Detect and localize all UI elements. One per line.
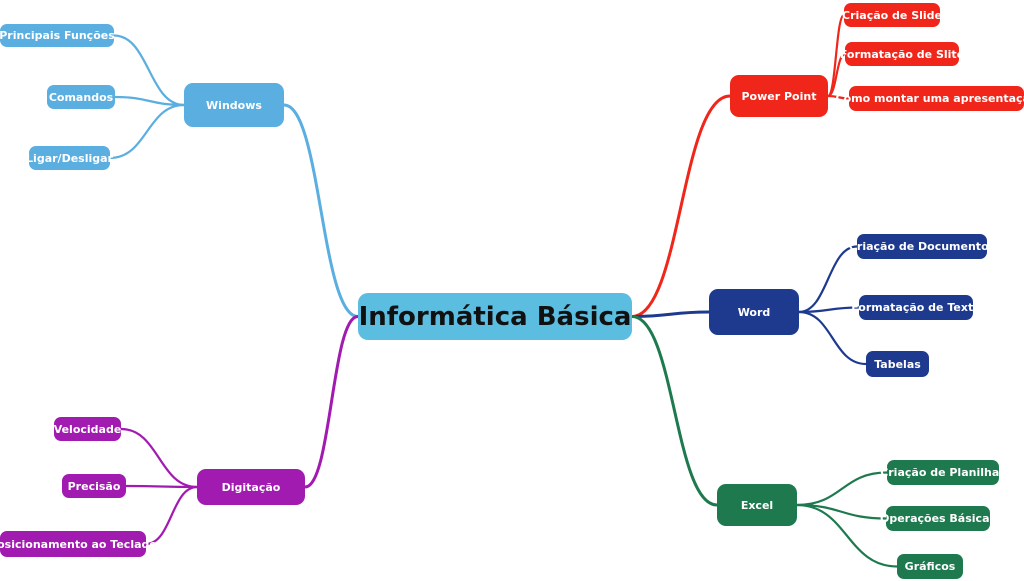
leaf-velocidade[interactable]: Velocidade [54,417,121,441]
leaf-como-montar-apresentacao[interactable]: Como montar uma apresentação [836,86,1024,111]
leaf-formatacao-de-slite[interactable]: Formatação de Slite [840,42,964,66]
leaf-formatacao-de-texto[interactable]: Formatação de Texto [851,295,981,320]
connector-center-windows [282,103,360,318]
leaf-comandos[interactable]: Comandos [47,85,115,109]
connector-windows-leaf-1 [113,95,186,107]
connector-powerpoint-leaf-1 [826,52,847,98]
connector-digitacao-leaf-2 [144,485,199,546]
connector-excel-leaf-2 [795,503,899,568]
connector-excel-leaf-0 [795,471,889,507]
central-topic[interactable]: Informática Básica [358,293,632,340]
connector-digitacao-leaf-0 [119,427,199,489]
branch-word[interactable]: Word [709,289,799,335]
leaf-principais-funcoes[interactable]: Principais Funções [0,24,115,47]
branch-digitacao[interactable]: Digitação [197,469,305,505]
connector-word-leaf-2 [797,310,868,366]
connector-center-excel [630,315,719,507]
leaf-ligar-desligar[interactable]: Ligar/Desligar [26,146,113,170]
leaf-operacoes-basicas[interactable]: Operações Básicas [880,506,996,531]
connector-windows-leaf-2 [108,103,186,160]
leaf-precisao[interactable]: Precisão [62,474,126,498]
leaf-posicionamento-ao-teclado[interactable]: Posicionamento ao Teclado [0,531,157,557]
connector-powerpoint-leaf-2 [826,94,851,100]
leaf-criacao-de-documentos[interactable]: Criação de Documentos [849,234,995,259]
leaf-graficos[interactable]: Gráficos [897,554,963,579]
branch-excel[interactable]: Excel [717,484,797,526]
connector-center-word [630,310,711,318]
leaf-tabelas[interactable]: Tabelas [866,351,929,377]
leaf-criacao-de-slide[interactable]: Criação de Slide [842,3,942,27]
connector-windows-leaf-0 [112,34,186,107]
connector-word-leaf-0 [797,245,859,314]
branch-power-point[interactable]: Power Point [730,75,828,117]
branch-windows[interactable]: Windows [184,83,284,127]
connector-digitacao-leaf-1 [124,484,199,489]
connector-center-powerpoint [630,94,732,318]
connector-center-digitacao [303,315,360,489]
leaf-criacao-de-planilhas[interactable]: Criação de Planilhas [880,460,1006,485]
